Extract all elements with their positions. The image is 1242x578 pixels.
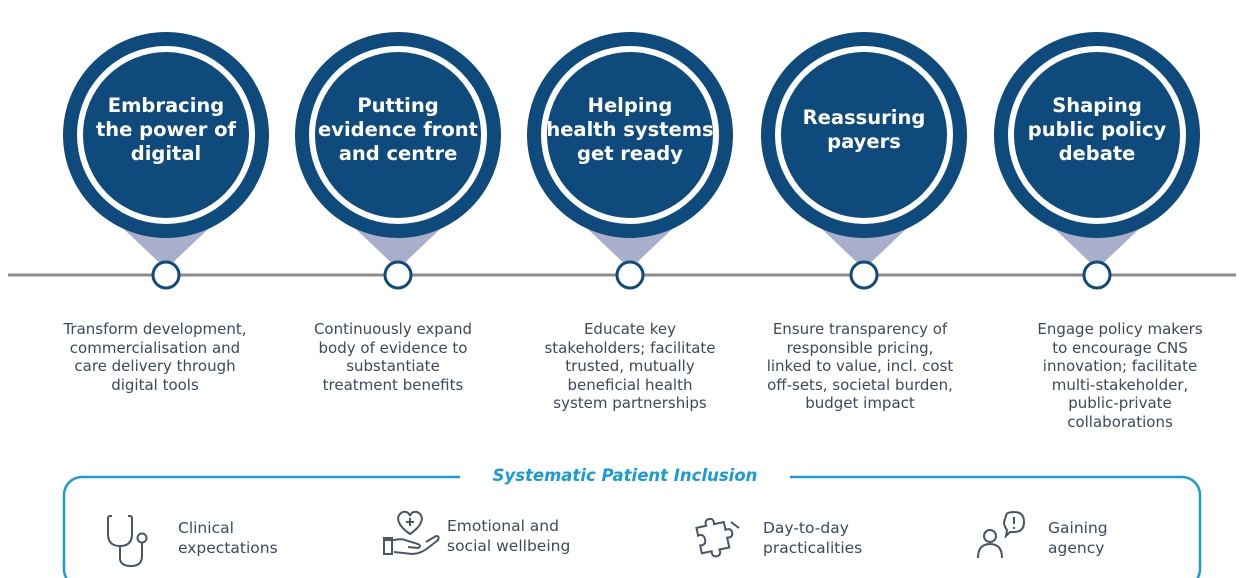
band-item-label-2: Emotional and social wellbeing (447, 517, 571, 555)
band-title: Systematic Patient Inclusion (460, 464, 790, 488)
timeline-pin-5 (1082, 260, 1112, 290)
puzzle-piece-icon (695, 517, 740, 558)
stethoscope-icon (107, 515, 148, 568)
pin-layer (151, 260, 1112, 290)
pillar-description-5: Engage policy makers to encourage CNS in… (1037, 320, 1203, 431)
heart-in-hand-icon (383, 510, 440, 556)
timeline-pin-2 (383, 260, 413, 290)
pillar-disc-2 (315, 52, 481, 218)
pillar-description-1: Transform development, commercialisation… (63, 320, 247, 394)
pillar-description-3: Educate key stakeholders; facilitate tru… (544, 320, 716, 412)
person-speech-exclamation-icon (977, 510, 1026, 559)
timeline-pin-4 (849, 260, 879, 290)
timeline-pin-1 (151, 260, 181, 290)
pillar-disc-1 (83, 52, 249, 218)
pillar-disc-5 (1014, 52, 1180, 218)
pillar-description-2: Continuously expand body of evidence to … (313, 320, 473, 394)
band-item-label-4: Gaining agency (1048, 519, 1108, 557)
band-item-label-3: Day-to-day practicalities (763, 519, 863, 557)
timeline-pin-3 (615, 260, 645, 290)
pillar-disc-3 (547, 52, 713, 218)
band-item-label-1: Clinical expectations (178, 519, 278, 557)
pillar-description-4: Ensure transparency of responsible prici… (766, 320, 954, 412)
pillar-disc-4 (781, 52, 947, 218)
